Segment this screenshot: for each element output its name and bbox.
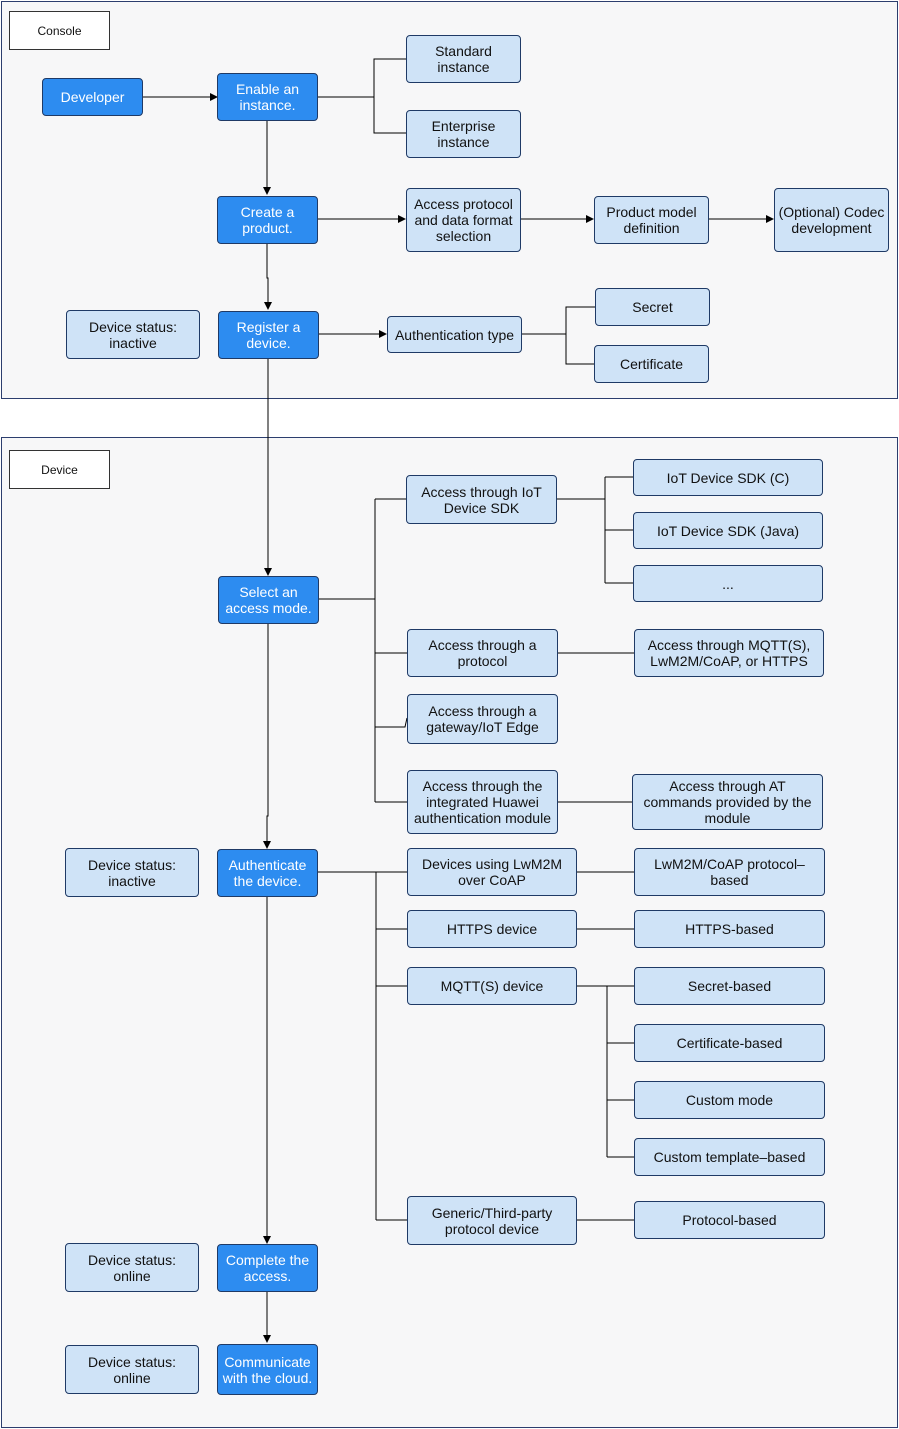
- secret-node: Secret: [595, 288, 710, 326]
- device-status-online-1: Device status: online: [65, 1243, 199, 1292]
- product-model-definition-node: Product model definition: [594, 196, 709, 244]
- lwm2m-devices-node: Devices using LwM2M over CoAP: [407, 848, 577, 896]
- protocol-based-node: Protocol-based: [634, 1201, 825, 1239]
- device-label: Device: [9, 450, 110, 489]
- https-based-node: HTTPS-based: [634, 910, 825, 948]
- sdk-c-node: IoT Device SDK (C): [633, 459, 823, 496]
- access-protocol-node: Access through a protocol: [407, 629, 558, 677]
- device-status-inactive-console: Device status: inactive: [66, 310, 200, 359]
- sdk-java-node: IoT Device SDK (Java): [633, 512, 823, 549]
- generic-device-node: Generic/Third-party protocol device: [407, 1196, 577, 1245]
- mqtt-device-node: MQTT(S) device: [407, 967, 577, 1005]
- access-at-commands-node: Access through AT commands provided by t…: [632, 774, 823, 830]
- communicate-cloud-node: Communicate with the cloud.: [217, 1344, 318, 1395]
- console-label: Console: [9, 11, 110, 50]
- developer-node: Developer: [42, 78, 143, 116]
- certificate-based-node: Certificate-based: [634, 1024, 825, 1062]
- register-device-node: Register a device.: [218, 311, 319, 359]
- secret-based-node: Secret-based: [634, 967, 825, 1005]
- authenticate-device-node: Authenticate the device.: [217, 849, 318, 897]
- sdk-more-node: ...: [633, 565, 823, 602]
- authentication-type-node: Authentication type: [387, 316, 522, 353]
- certificate-node: Certificate: [594, 345, 709, 383]
- custom-mode-node: Custom mode: [634, 1081, 825, 1119]
- device-status-inactive-device: Device status: inactive: [65, 848, 199, 897]
- create-product-node: Create a product.: [217, 196, 318, 244]
- complete-access-node: Complete the access.: [217, 1244, 318, 1292]
- select-access-mode-node: Select an access mode.: [218, 576, 319, 624]
- lwm2m-based-node: LwM2M/CoAP protocol–based: [634, 848, 825, 896]
- custom-template-based-node: Custom template–based: [634, 1138, 825, 1176]
- access-gateway-node: Access through a gateway/IoT Edge: [407, 694, 558, 744]
- access-mqtt-lwm2m-https-node: Access through MQTT(S), LwM2M/CoAP, or H…: [634, 629, 824, 677]
- access-iot-sdk-node: Access through IoT Device SDK: [406, 475, 557, 524]
- standard-instance-node: Standard instance: [406, 35, 521, 83]
- codec-development-node: (Optional) Codec development: [774, 188, 889, 252]
- access-protocol-selection-node: Access protocol and data format selectio…: [406, 188, 521, 252]
- enterprise-instance-node: Enterprise instance: [406, 110, 521, 158]
- enable-instance-node: Enable an instance.: [217, 73, 318, 121]
- access-huawei-module-node: Access through the integrated Huawei aut…: [407, 770, 558, 834]
- device-status-online-2: Device status: online: [65, 1345, 199, 1394]
- https-device-node: HTTPS device: [407, 910, 577, 948]
